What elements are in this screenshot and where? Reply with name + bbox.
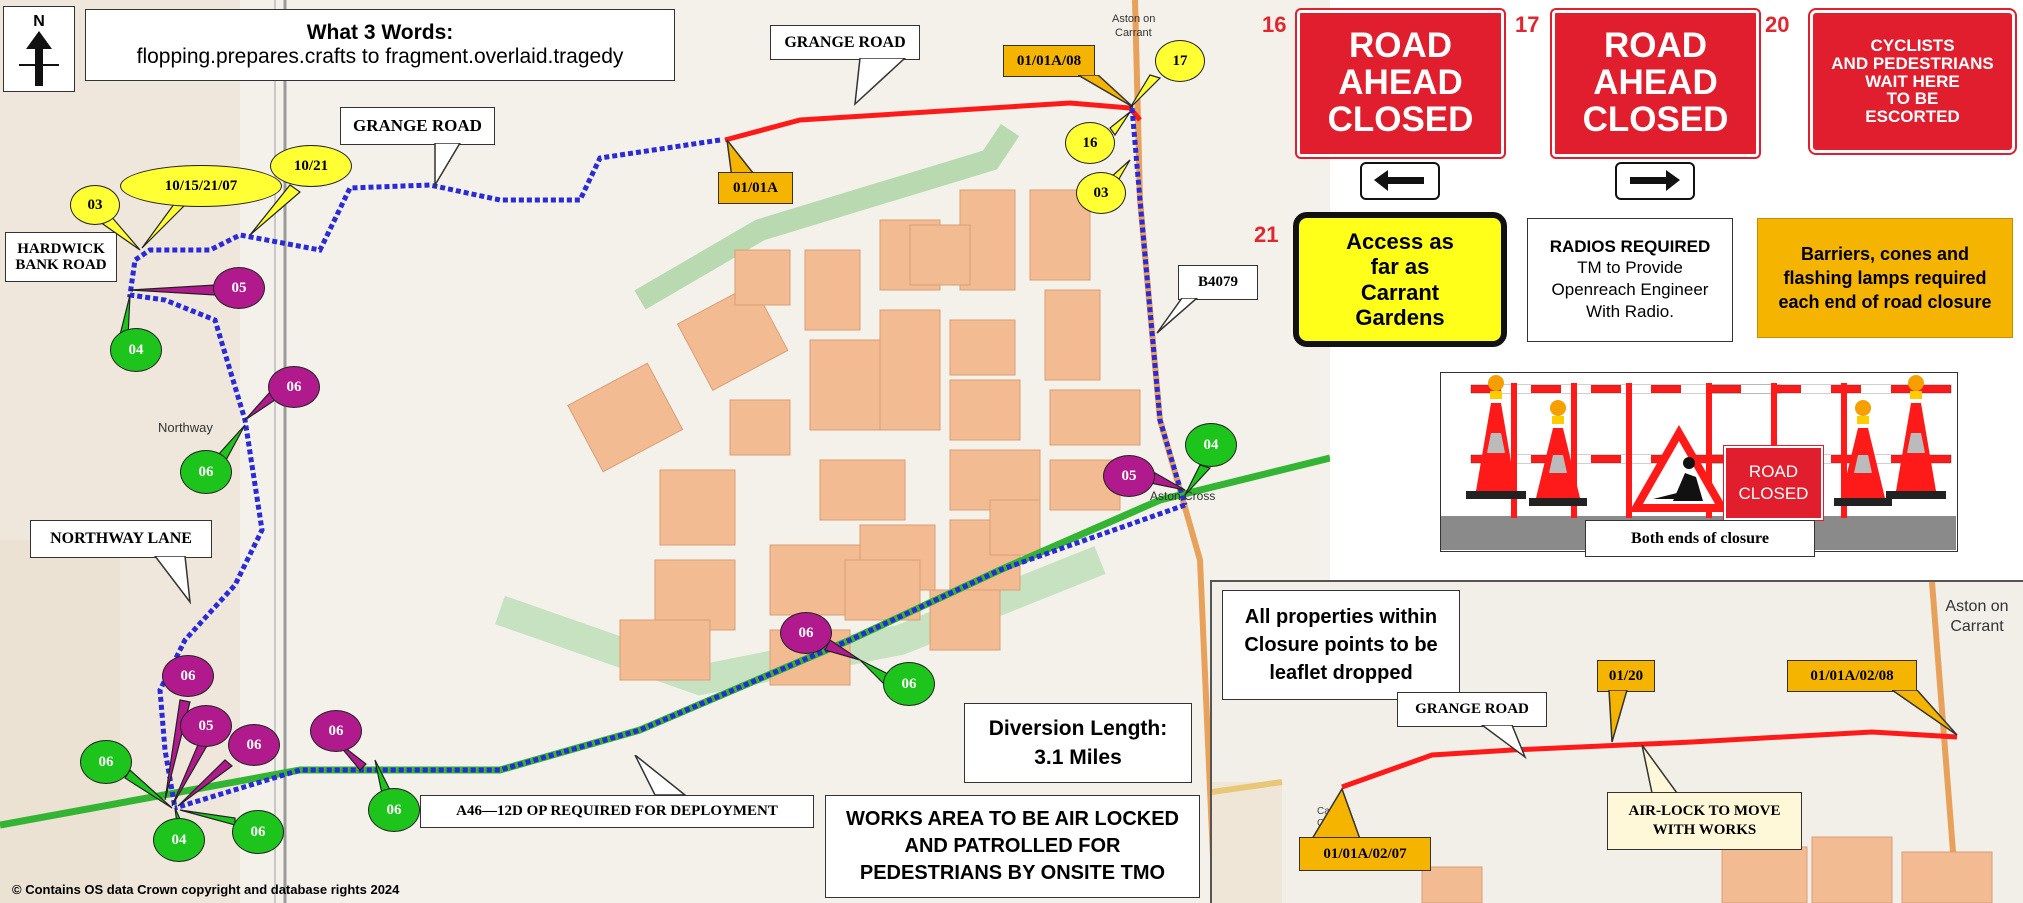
hardwick-bank-road-label: HARDWICK BANK ROAD (5, 232, 117, 282)
northway-lane-label: NORTHWAY LANE (30, 520, 212, 558)
marker-06-green-c: 06 (80, 740, 132, 784)
marker-10-21: 10/21 (270, 145, 352, 187)
sign-number-16: 16 (1262, 12, 1287, 37)
inset-grange-road-label: GRANGE ROAD (1397, 692, 1547, 727)
marker-06-a: 06 (268, 366, 320, 408)
sign-number-21: 21 (1254, 222, 1279, 247)
marker-03-a: 03 (70, 185, 120, 225)
grange-road-label-2: GRANGE ROAD (340, 107, 495, 145)
works-area-box: WORKS AREA TO BE AIR LOCKED AND PATROLLE… (825, 795, 1200, 898)
marker-06-green-e: 06 (368, 788, 420, 832)
marker-06-c: 06 (162, 655, 214, 697)
north-arrow-icon (19, 30, 59, 86)
svg-text:Northway: Northway (158, 420, 213, 435)
radios-body: TM to Provide Openreach Engineer With Ra… (1551, 257, 1709, 322)
arrow-right-icon (1630, 170, 1680, 191)
svg-text:Aston on: Aston on (1112, 13, 1155, 25)
access-sign: Access as far as Carrant Gardens (1293, 212, 1507, 347)
sign-number-20: 20 (1765, 12, 1790, 37)
marker-10-15-21-07: 10/15/21/07 (120, 165, 282, 207)
inset-code-east: 01/01A/02/08 (1787, 660, 1917, 692)
marker-06-green-b: 06 (883, 662, 935, 706)
sign-number-17: 17 (1515, 12, 1540, 37)
marker-04-a: 04 (110, 328, 162, 372)
left-arrow-sign (1360, 162, 1440, 200)
inset-properties-box: All properties within Closure points to … (1222, 590, 1460, 700)
what3words-title: What 3 Words: (306, 21, 454, 44)
marker-06-green-a: 06 (180, 450, 232, 494)
north-arrow: N (3, 6, 75, 92)
road-ahead-closed-sign-right: ROAD AHEAD CLOSED (1550, 8, 1761, 159)
copyright-text: © Contains OS data Crown copyright and d… (12, 882, 400, 897)
radios-title: RADIOS REQUIRED (1549, 236, 1711, 256)
sign-code-01-01a-08: 01/01A/08 (1003, 45, 1095, 77)
marker-04-b: 04 (1185, 423, 1237, 467)
svg-text:Aston Cross: Aston Cross (1150, 489, 1215, 503)
inset-aston-label: Aston on Carrant (1945, 598, 2009, 635)
inset-map: Carrant Gardens All properties within Cl… (1210, 580, 2023, 903)
marker-05-c: 05 (180, 705, 232, 747)
grange-road-label-1: GRANGE ROAD (770, 25, 920, 60)
marker-06-d: 06 (228, 724, 280, 766)
road-ahead-closed-sign-left: ROAD AHEAD CLOSED (1295, 8, 1506, 159)
inset-code-west: 01/01A/02/07 (1299, 837, 1431, 871)
marker-05-b: 05 (1103, 455, 1155, 497)
both-ends-label: Both ends of closure (1585, 520, 1815, 557)
inset-airlock-box: AIR-LOCK TO MOVE WITH WORKS (1607, 792, 1802, 850)
what3words-box: What 3 Words: flopping.prepares.crafts t… (85, 9, 675, 81)
road-closed-small-sign: ROAD CLOSED (1723, 445, 1824, 521)
marker-06-green-d: 06 (232, 810, 284, 854)
marker-17: 17 (1155, 40, 1205, 82)
a46-label: A46—12D OP REQUIRED FOR DEPLOYMENT (420, 795, 814, 828)
marker-03-b: 03 (1076, 172, 1126, 214)
right-arrow-sign (1615, 162, 1695, 200)
marker-16: 16 (1065, 122, 1115, 164)
svg-text:Carrant: Carrant (1115, 27, 1152, 39)
arrow-left-icon (1374, 170, 1424, 191)
marker-06-b: 06 (780, 612, 832, 654)
diversion-length-box: Diversion Length: 3.1 Miles (964, 703, 1192, 783)
barriers-note: Barriers, cones and flashing lamps requi… (1757, 218, 2013, 338)
north-label: N (33, 12, 45, 30)
radios-required-box: RADIOS REQUIRED TM to Provide Openreach … (1527, 218, 1733, 342)
marker-04-c: 04 (153, 818, 205, 862)
cyclists-pedestrians-sign: CYCLISTS AND PEDESTRIANS WAIT HERE TO BE… (1808, 8, 2017, 155)
sign-code-01-01a: 01/01A (718, 172, 793, 204)
marker-06-e: 06 (310, 710, 362, 752)
inset-code-01-20: 01/20 (1597, 660, 1655, 692)
marker-05-a: 05 (213, 267, 265, 309)
b4079-label: B4079 (1178, 265, 1258, 300)
what3words-text: flopping.prepares.crafts to fragment.ove… (136, 45, 624, 68)
